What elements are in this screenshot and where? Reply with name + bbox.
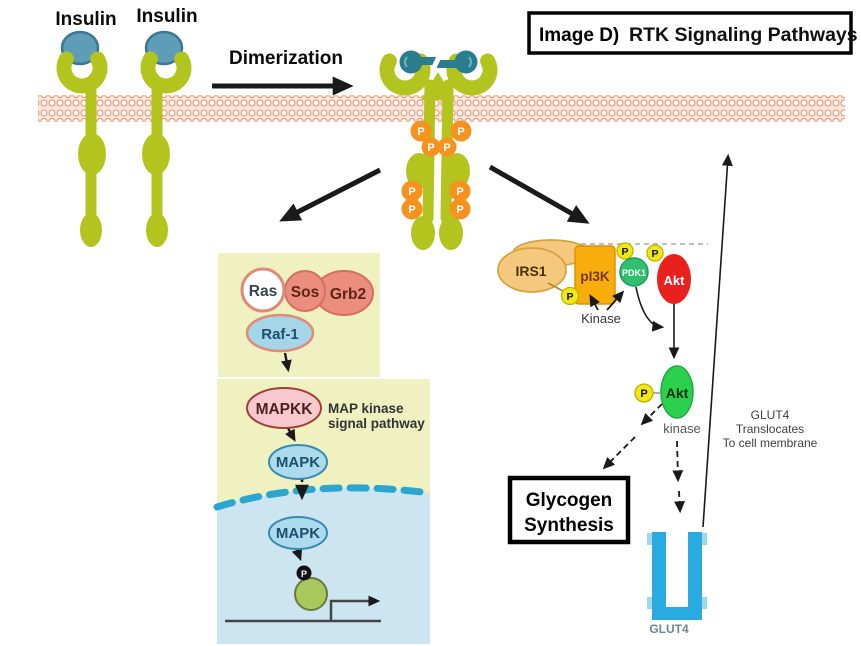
branch-arrow-left [279, 167, 382, 222]
transcription-factor [294, 577, 328, 611]
svg-text:Akt: Akt [664, 273, 686, 288]
map-kinase-pathway: Ras Sos Grb2 Raf-1 MAPKK MAP kinase sign… [225, 267, 425, 623]
svg-text:P: P [301, 569, 307, 579]
svg-text:Translocates: Translocates [736, 422, 804, 436]
kinase-sub-label: kinase [663, 421, 701, 436]
glycogen-synthesis-box: Glycogen Synthesis [507, 475, 631, 545]
svg-text:Grb2: Grb2 [330, 286, 366, 303]
glut4-transporter-icon [647, 532, 707, 620]
phosphate-icon-yellow [616, 242, 634, 260]
svg-text:To cell membrane: To cell membrane [723, 436, 818, 450]
insulin-receptor-1 [56, 30, 108, 247]
svg-text:P: P [566, 291, 573, 303]
svg-text:Synthesis: Synthesis [524, 515, 614, 536]
title-prefix: Image D) [539, 25, 619, 46]
svg-text:Akt: Akt [666, 385, 689, 401]
mapk-cytoplasm-node [268, 444, 328, 480]
ras-node [240, 267, 286, 313]
pdk1-node [619, 257, 649, 287]
phosphate-icons-orange: P P P P P P P P [401, 120, 472, 220]
gene-transcription: P [225, 565, 381, 623]
translocation-arrow [702, 153, 733, 528]
svg-text:P: P [427, 142, 434, 154]
svg-text:P: P [456, 204, 463, 216]
bound-insulin-dimer-icon [399, 50, 478, 74]
svg-text:Glycogen: Glycogen [526, 490, 613, 511]
svg-text:P: P [456, 186, 463, 198]
svg-text:IRS1: IRS1 [515, 263, 546, 279]
svg-text:P: P [408, 186, 415, 198]
svg-text:P: P [651, 248, 658, 260]
svg-text:P: P [457, 126, 464, 138]
akt-active-node [660, 365, 694, 419]
mapkk-node [246, 387, 322, 429]
pi3k-akt-pathway: IRS1 pI3K P P PDK1 Akt P Kinase Akt P ki… [497, 153, 818, 636]
akt-membrane-node [657, 254, 691, 304]
svg-text:P: P [408, 204, 415, 216]
nucleus-membrane [213, 484, 434, 511]
phosphate-icon-yellow [634, 383, 654, 403]
svg-text:Ras: Ras [249, 283, 277, 300]
svg-text:Raf-1: Raf-1 [261, 326, 299, 343]
phosphate-icon-black [296, 565, 312, 581]
title-text: RTK Signaling Pathways [629, 24, 858, 46]
svg-text:MAPK: MAPK [276, 525, 320, 542]
svg-text:MAPKK: MAPKK [256, 401, 314, 418]
svg-text:P: P [621, 246, 628, 258]
title-box: Image D) RTK Signaling Pathways [527, 11, 858, 55]
svg-text:pI3K: pI3K [580, 269, 610, 284]
svg-text:GLUT4: GLUT4 [751, 408, 790, 422]
svg-text:P: P [417, 126, 424, 138]
svg-text:P: P [443, 142, 450, 154]
svg-text:PDK1: PDK1 [622, 268, 646, 278]
translocation-note: GLUT4 Translocates To cell membrane [723, 408, 818, 450]
kinase-label: Kinase [581, 311, 621, 326]
mapk-nucleus-node [268, 516, 328, 550]
phosphate-icon-yellow [560, 286, 580, 306]
svg-text:MAPK: MAPK [276, 454, 320, 471]
svg-text:P: P [640, 388, 647, 400]
insulin-label-1: Insulin [55, 9, 116, 30]
irs1-node [497, 247, 567, 293]
map-pathway-caption: MAP kinase [328, 401, 404, 416]
insulin-receptor-2 [140, 30, 192, 247]
insulin-label-2: Insulin [136, 6, 197, 27]
raf1-node [245, 313, 315, 353]
map-pathway-caption: signal pathway [328, 416, 425, 431]
phosphate-icon-yellow [646, 244, 664, 262]
svg-text:Sos: Sos [291, 284, 319, 301]
dimerization-label: Dimerization [229, 48, 343, 69]
glut4-label: GLUT4 [649, 622, 689, 636]
branch-arrow-right [488, 164, 590, 224]
